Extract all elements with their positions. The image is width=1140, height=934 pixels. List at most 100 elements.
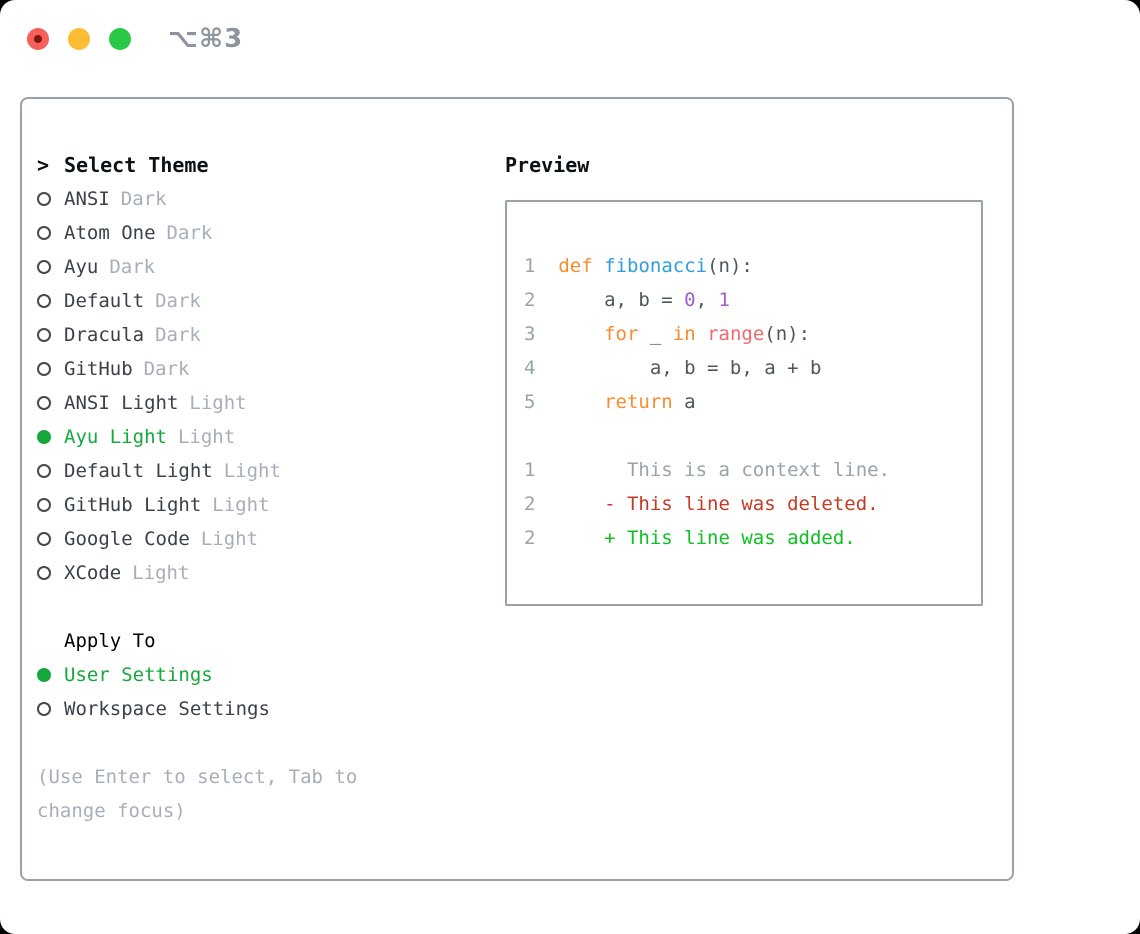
theme-name: GitHub <box>64 358 133 380</box>
radio-circle <box>37 464 51 478</box>
apply-to-title: Apply To <box>64 630 156 652</box>
close-button[interactable] <box>27 28 49 50</box>
theme-name: Ayu <box>64 256 99 278</box>
code-segment-plain: _ <box>638 323 673 345</box>
theme-name: GitHub Light <box>64 494 202 516</box>
radio-icon <box>37 396 64 410</box>
theme-variant: Light <box>189 392 247 414</box>
code-segment-plain <box>535 255 558 277</box>
radio-selected-icon <box>37 430 64 444</box>
theme-variant: Dark <box>109 256 156 278</box>
radio-icon <box>37 532 64 546</box>
zoom-button[interactable] <box>109 28 131 50</box>
code-segment-lineno: 2 <box>524 527 536 549</box>
theme-name: Google Code <box>64 528 190 550</box>
theme-name: ANSI <box>64 188 110 210</box>
code-segment-ctx: This is a context line. <box>535 459 891 481</box>
code-segment-plain: (n): <box>707 255 753 277</box>
code-segment-kw: in <box>672 323 696 345</box>
radio-circle <box>37 396 51 410</box>
theme-option-github-light[interactable]: GitHub Light Light <box>37 488 505 522</box>
code-segment-lineno: 3 <box>524 323 536 345</box>
code-segment-plain <box>593 255 604 277</box>
help-text: (Use Enter to select, Tab to change focu… <box>37 760 505 828</box>
spacer <box>37 590 505 624</box>
code-line: 2 a, b = 0, 1 <box>524 283 981 317</box>
code-segment-lineno: 5 <box>524 391 536 413</box>
help-text-line: change focus) <box>37 800 186 822</box>
radio-icon <box>37 464 64 478</box>
theme-name: Dracula <box>64 324 145 346</box>
code-segment-plain <box>696 323 707 345</box>
theme-option-github[interactable]: GitHub Dark <box>37 352 505 386</box>
code-line: 3 for _ in range(n): <box>524 317 981 351</box>
spacer <box>37 726 505 760</box>
theme-option-google-code[interactable]: Google Code Light <box>37 522 505 556</box>
theme-variant: Light <box>212 494 270 516</box>
theme-option-ayu[interactable]: Ayu Dark <box>37 250 505 284</box>
radio-circle <box>37 498 51 512</box>
theme-name: Ayu Light <box>64 426 167 448</box>
theme-variant: Dark <box>120 188 167 210</box>
code-segment-plain <box>535 323 604 345</box>
code-segment-kw: for <box>604 323 639 345</box>
code-segment-lineno: 1 <box>524 255 536 277</box>
radio-icon <box>37 192 64 206</box>
code-line: 2 - This line was deleted. <box>524 487 981 521</box>
theme-variant: Light <box>200 528 259 550</box>
theme-name: Default <box>64 290 145 312</box>
radio-circle <box>37 226 51 240</box>
theme-name: XCode <box>64 562 122 584</box>
code-segment-plain: , <box>695 289 719 311</box>
radio-icon <box>37 362 64 376</box>
code-line: 5 return a <box>524 385 981 419</box>
code-line: 2 + This line was added. <box>524 521 981 555</box>
code-segment-add: + This line was added. <box>535 527 856 549</box>
code-segment-fn: fibonacci <box>604 255 708 277</box>
radio-icon <box>37 226 64 240</box>
theme-option-xcode[interactable]: XCode Light <box>37 556 505 590</box>
code-segment-plain: a, b = b, a + b <box>535 357 822 379</box>
code-segment-num: 0 <box>684 289 696 311</box>
theme-variant: Light <box>132 562 190 584</box>
theme-variant: Dark <box>155 324 201 346</box>
theme-variant: Dark <box>143 358 190 380</box>
apply-option-workspace-settings[interactable]: Workspace Settings <box>37 692 505 726</box>
apply-option-user-settings[interactable]: User Settings <box>37 658 505 692</box>
radio-circle <box>37 702 51 716</box>
theme-option-ansi[interactable]: ANSI Dark <box>37 182 505 216</box>
code-line: 4 a, b = b, a + b <box>524 351 981 385</box>
apply-option-label: Workspace Settings <box>64 698 270 720</box>
code-segment-kw: def <box>558 255 593 277</box>
minimize-button[interactable] <box>68 28 90 50</box>
code-line: 1 This is a context line. <box>524 453 981 487</box>
theme-variant: Light <box>223 460 281 482</box>
code-segment-lineno: 2 <box>524 289 536 311</box>
preview-header: Preview <box>505 148 983 182</box>
select-theme-header: > Select Theme <box>37 148 505 182</box>
radio-circle <box>37 532 51 546</box>
theme-name: Atom One <box>64 222 156 244</box>
radio-icon <box>37 260 64 274</box>
preview-title: Preview <box>505 153 590 177</box>
radio-circle <box>37 362 51 376</box>
code-segment-kw: return <box>604 391 673 413</box>
code-segment-num: 1 <box>718 289 730 311</box>
theme-option-dracula[interactable]: Dracula Dark <box>37 318 505 352</box>
code-line: 1 def fibonacci(n): <box>524 249 981 283</box>
radio-circle <box>37 430 51 444</box>
radio-selected-icon <box>37 668 64 682</box>
radio-icon <box>37 498 64 512</box>
